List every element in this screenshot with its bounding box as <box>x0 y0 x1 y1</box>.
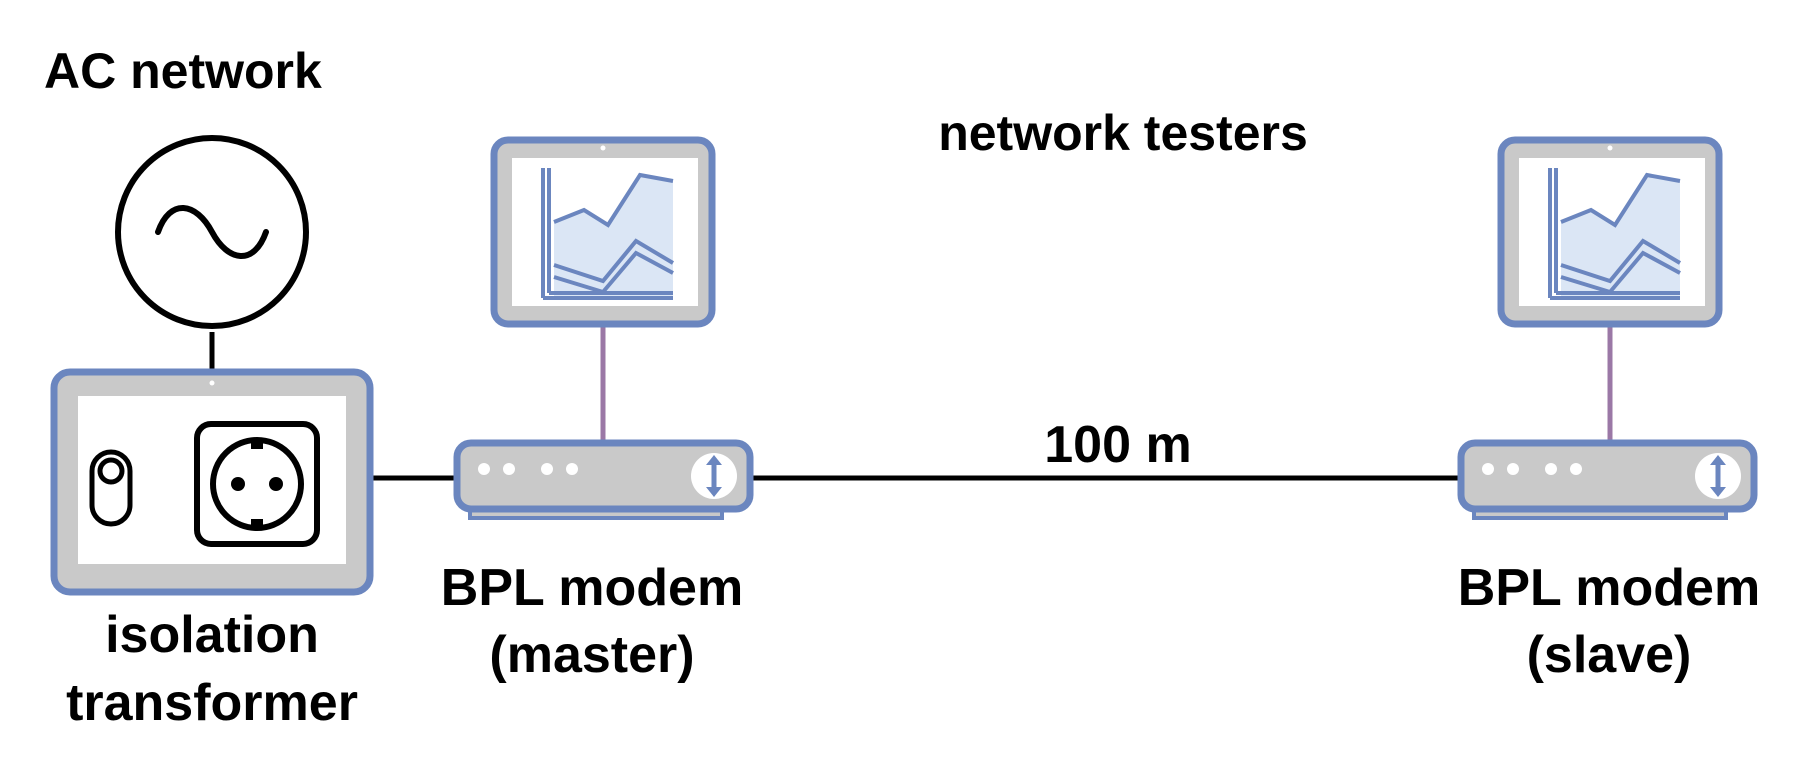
power-socket-icon <box>194 421 320 547</box>
slave-modem-label-line2: (slave) <box>1527 626 1692 684</box>
slave-modem-label-line1: BPL modem <box>1458 559 1760 617</box>
status-led <box>541 463 553 475</box>
up-down-arrows-icon <box>691 453 737 499</box>
ac-network-label: AC network <box>44 43 322 99</box>
isolation-transformer-label-line2: transformer <box>66 674 358 732</box>
network-testers-label: network testers <box>938 105 1308 161</box>
master-bpl-modem <box>453 439 754 520</box>
up-down-arrows-icon <box>1695 453 1741 499</box>
isolation-transformer <box>50 368 374 596</box>
distance-label: 100 m <box>1044 416 1191 474</box>
master-modem-label-line2: (master) <box>489 626 694 684</box>
slave-bpl-modem <box>1457 439 1758 520</box>
ac-source <box>115 135 309 329</box>
status-led <box>503 463 515 475</box>
status-led <box>566 463 578 475</box>
toggle-switch-icon <box>89 449 133 527</box>
line-graph-icon <box>541 168 675 300</box>
slave-network-tester <box>1497 136 1723 328</box>
status-led <box>1545 463 1557 475</box>
master-modem-label-line1: BPL modem <box>441 559 743 617</box>
status-led <box>1570 463 1582 475</box>
isolation-transformer-label-line1: isolation <box>105 606 319 664</box>
master-network-tester <box>490 136 716 328</box>
line-graph-icon <box>1548 168 1682 300</box>
status-led <box>1482 463 1494 475</box>
sine-wave-icon <box>155 205 269 259</box>
status-led <box>478 463 490 475</box>
status-led <box>1507 463 1519 475</box>
